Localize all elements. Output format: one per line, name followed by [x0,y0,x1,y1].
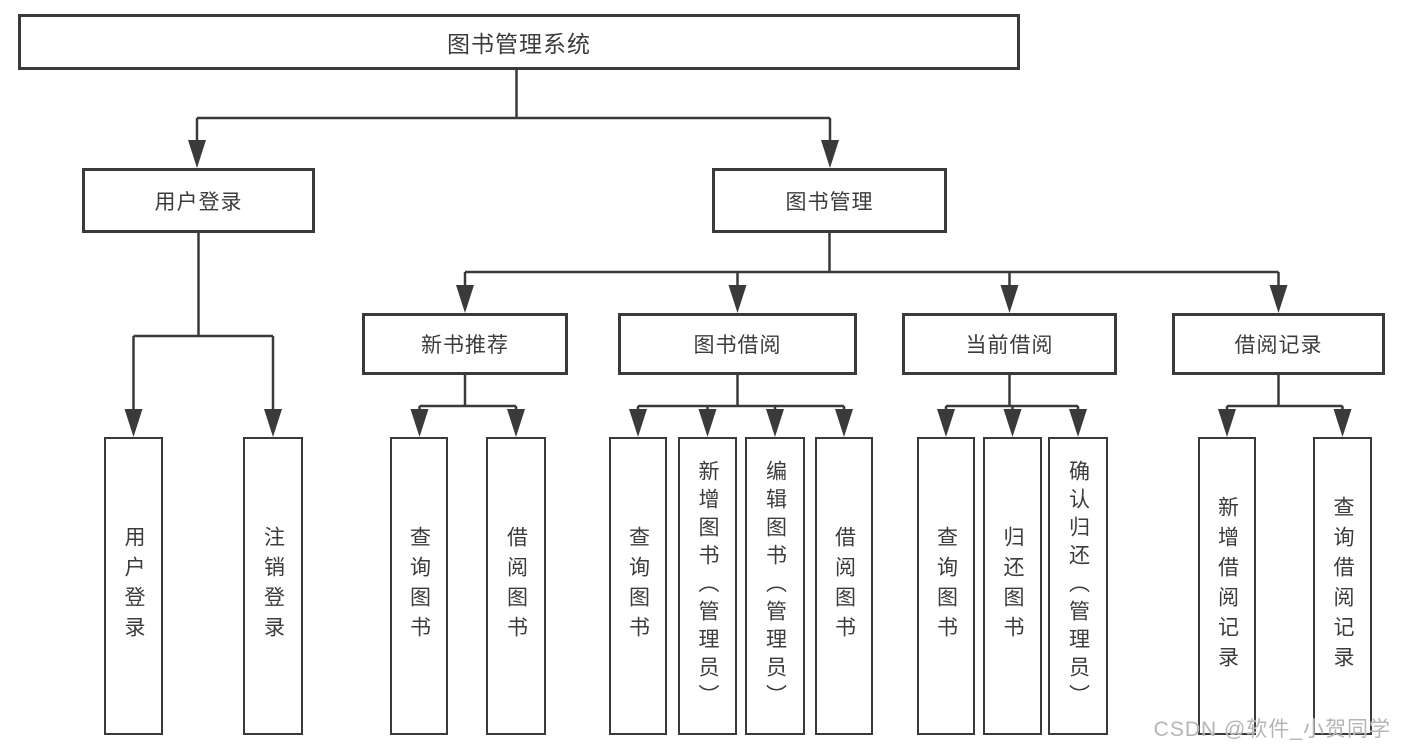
node-borrow-record: 借阅记录 [1172,313,1385,375]
leaf-query-book-2: 查询图书 [609,437,667,735]
leaf-query-borrow-record: 查询借阅记录 [1313,437,1372,735]
leaf-query-book-3: 查询图书 [917,437,975,735]
leaf-borrow-book-1: 借阅图书 [486,437,546,735]
leaf-edit-book-admin: 编辑图书（管理员） [745,437,805,735]
leaf-borrow-book-2: 借阅图书 [815,437,873,735]
node-root: 图书管理系统 [18,14,1020,70]
node-user-login: 用户登录 [82,168,315,233]
leaf-return-book: 归还图书 [983,437,1042,735]
leaf-confirm-return-admin: 确认归还（管理员） [1048,437,1108,735]
leaf-user-login: 用户登录 [104,437,163,735]
node-new-book-recommend: 新书推荐 [362,313,568,375]
csdn-watermark: CSDN @软件_小贺同学 [1153,718,1391,741]
leaf-logout: 注销登录 [243,437,303,735]
leaf-query-book-1: 查询图书 [390,437,448,735]
node-book-management: 图书管理 [712,168,947,233]
leaf-add-book-admin: 新增图书（管理员） [678,437,737,735]
leaf-add-borrow-record: 新增借阅记录 [1198,437,1256,735]
node-book-borrow: 图书借阅 [618,313,857,375]
node-current-borrow: 当前借阅 [902,313,1117,375]
